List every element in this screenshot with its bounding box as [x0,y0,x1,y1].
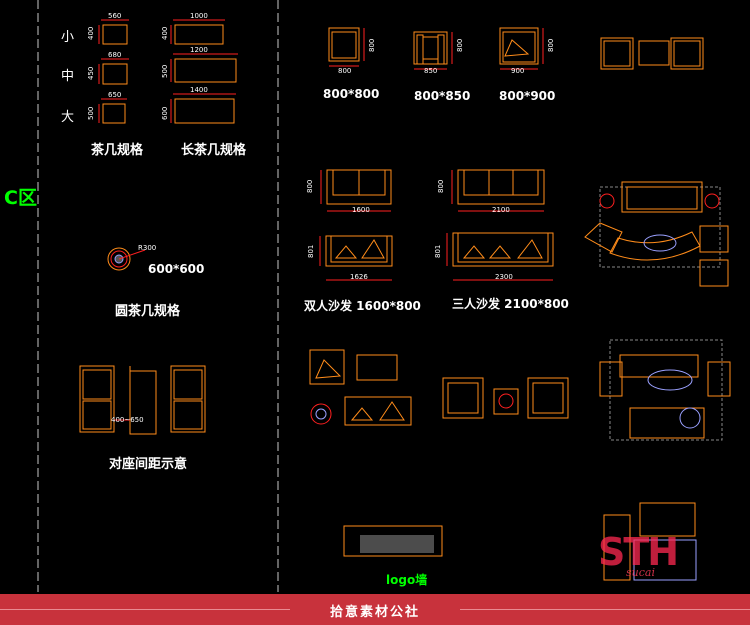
facing-seats-plan [79,365,206,435]
loveseat-plan-width-dim: 1626 [350,273,368,281]
size-label-medium: 中 [61,69,75,84]
logo-wall-label: logo墙 [386,573,428,587]
coffee-table-small [102,24,128,45]
round-table-plan [107,247,146,271]
sofa-dim-lines [319,170,553,281]
coffee-table-caption: 茶几规格 [91,143,144,158]
armchair-plans [328,27,704,70]
facing-seats-caption: 对座间距示意 [109,457,188,472]
size-label-large: 大 [61,110,75,125]
zone-label: C区 [4,187,37,209]
coffee-table-spec-group [102,24,237,124]
three-seat-plan-width-dim: 2300 [495,273,513,281]
coffee-table-width-dim: 560 [108,12,122,20]
three-seat-caption: 三人沙发 2100*800 [452,297,569,311]
coffee-table-medium [102,63,128,85]
three-seat-width-dim: 2100 [492,206,510,214]
long-table-width-dim: 1200 [190,46,208,54]
footer-text: 拾意素材公社 [329,605,420,620]
three-seat-plan-depth-dim: 801 [434,244,442,258]
loveseat-depth-dim: 800 [306,179,314,193]
long-table-large [174,98,235,124]
long-table-width-dim: 1000 [190,12,208,20]
three-seat-depth-dim: 800 [437,179,445,193]
round-table-radius-dim: R300 [138,244,157,252]
armchair-caption-2: 800*850 [414,89,471,103]
lounge-layout-plan [584,181,729,287]
armchair-depth-dim: 800 [547,38,555,52]
facing-seats-gap-dim: 400~650 [111,416,144,424]
logo-wall-plan [343,525,443,557]
size-label-small: 小 [61,30,75,45]
reception-layout-plan [603,502,697,581]
loveseat-width-dim: 1600 [352,206,370,214]
lower-furniture-plans [309,349,569,426]
coffee-table-width-dim: 680 [108,51,122,59]
long-table-caption: 长茶几规格 [181,143,247,158]
long-table-depth-dim: 500 [161,64,169,78]
footer-banner: 拾意素材公社 [0,594,750,625]
footer-rule-right [460,609,750,610]
armchair-caption-3: 800*900 [499,89,556,103]
watermark-script: sucai [626,566,655,579]
long-table-width-dim: 1400 [190,86,208,94]
coffee-table-depth-dim: 400 [87,26,95,40]
armchair-dim-lines [329,28,544,70]
round-table-size: 600*600 [148,262,205,276]
armchair-depth-dim: 800 [368,38,376,52]
loveseat-plan-depth-dim: 801 [307,244,315,258]
footer-rule-left [0,609,290,610]
loveseat-caption: 双人沙发 1600*800 [304,299,421,313]
long-table-medium [174,58,237,83]
armchair-caption-1: 800*800 [323,87,380,101]
coffee-table-dim-lines [98,19,238,123]
coffee-table-depth-dim: 500 [87,106,95,120]
long-table-depth-dim: 600 [161,106,169,120]
coffee-table-large [102,103,126,124]
sofa-plans [325,169,554,267]
coffee-table-depth-dim: 450 [87,66,95,80]
long-table-small [174,24,224,45]
living-room-layout-plan [599,339,731,441]
armchair-width-dim: 900 [511,67,525,75]
coffee-table-width-dim: 650 [108,91,122,99]
watermark-logo: STH sucai [596,530,700,586]
armchair-width-dim: 850 [424,67,438,75]
long-table-depth-dim: 400 [161,26,169,40]
armchair-width-dim: 800 [338,67,352,75]
round-table-caption: 圆茶几规格 [115,304,181,319]
watermark-mark: STH [598,530,679,574]
armchair-depth-dim: 800 [456,38,464,52]
